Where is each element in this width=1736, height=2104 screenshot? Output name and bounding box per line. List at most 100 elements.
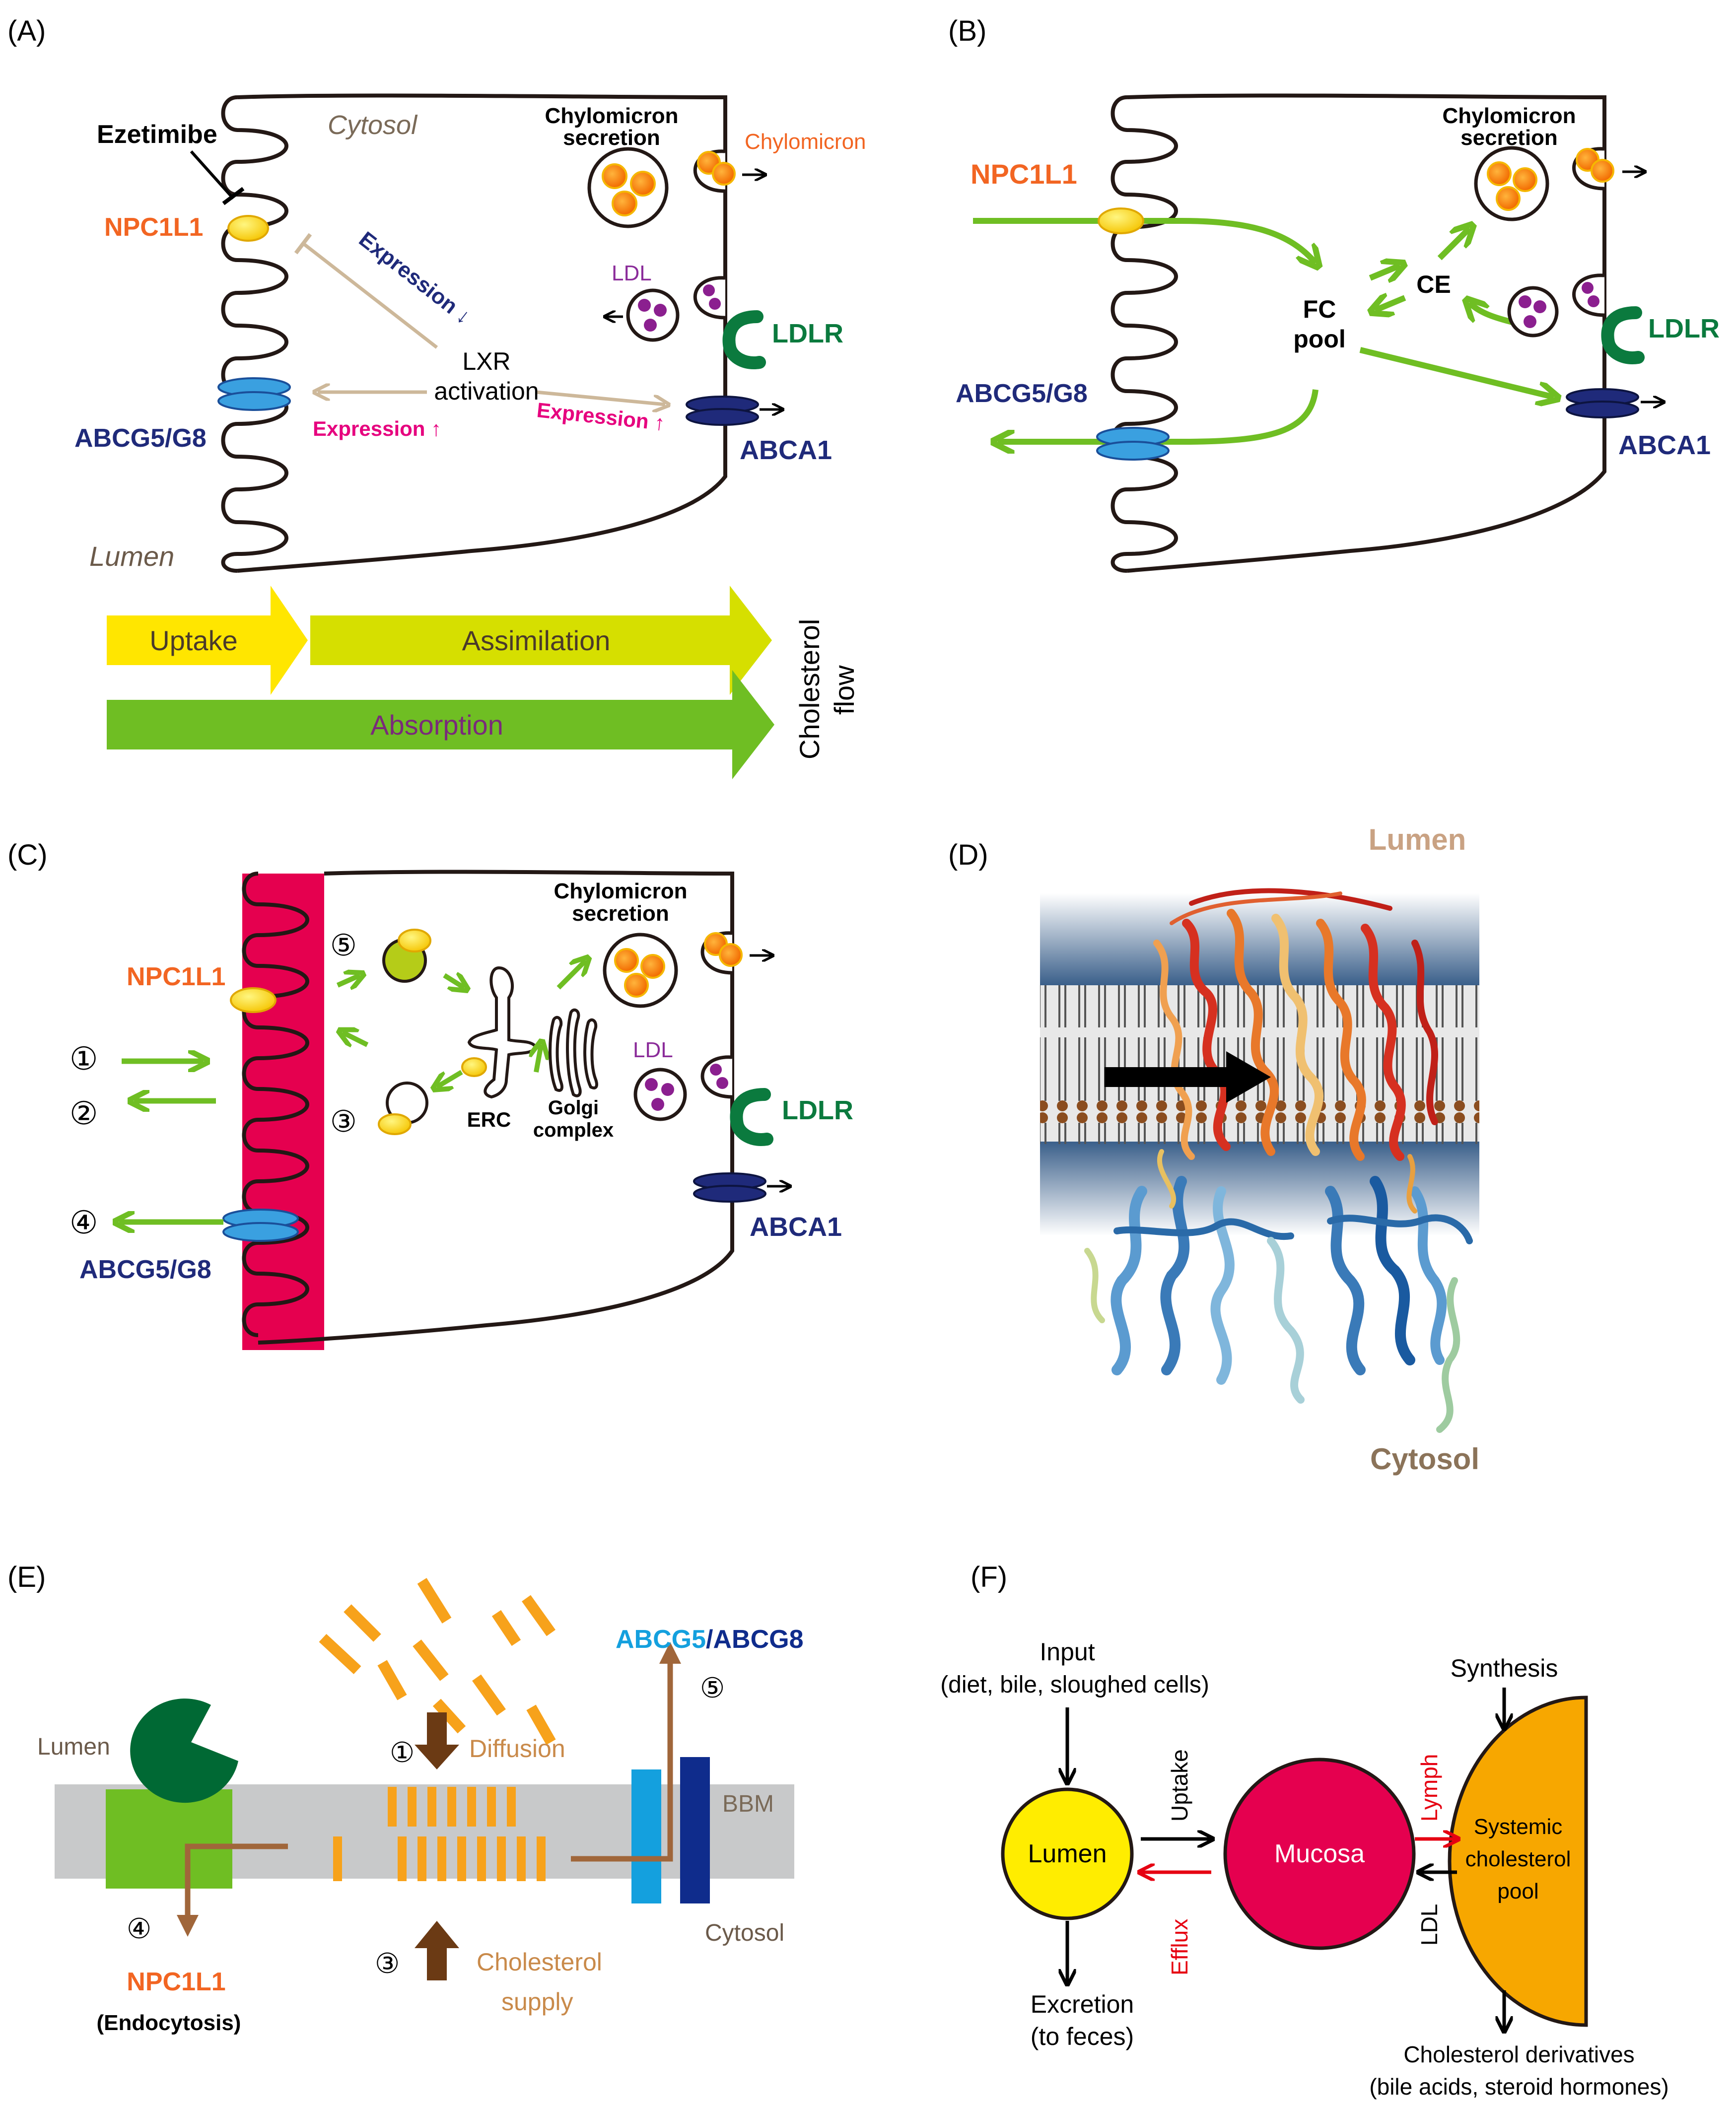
panel-e-cytosol-label: Cytosol bbox=[705, 1920, 784, 1946]
panel-b-microvilli bbox=[1111, 95, 1178, 573]
panel-a-lxr-to-abca1-arrow bbox=[536, 390, 665, 405]
panel-c-step5-to-erc-arrow bbox=[443, 975, 464, 988]
panel-c-chylo-secretion-line2: secretion bbox=[572, 901, 669, 926]
panel-b-ldl-particle-3 bbox=[1524, 315, 1536, 328]
panel-c-erc-shape bbox=[467, 966, 538, 1099]
panel-c-chylo-droplet-2 bbox=[640, 954, 665, 979]
panel-a-abcg5g8-transporter-2 bbox=[217, 391, 291, 411]
panel-c-label: (C) bbox=[7, 839, 48, 871]
panel-f-input-line2: (diet, bile, sloughed cells) bbox=[940, 1672, 1209, 1698]
panel-c-step5-in-arrow bbox=[336, 975, 360, 985]
panel-f-systemic-line1: Systemic bbox=[1474, 1815, 1562, 1839]
panel-f-derivatives-line2: (bile acids, steroid hormones) bbox=[1369, 2074, 1668, 2100]
panel-a-endo-particle-2 bbox=[709, 298, 721, 310]
panel-a-cholesterol-flow-line2: flow bbox=[829, 665, 860, 715]
panel-e-abcg-slash: / bbox=[706, 1625, 713, 1654]
panel-f-lumen-label: Lumen bbox=[1028, 1839, 1107, 1868]
panel-a-npc1l1-label: NPC1L1 bbox=[104, 213, 203, 242]
panel-d-cytosol-label: Cytosol bbox=[1370, 1442, 1479, 1476]
panel-f-label: (F) bbox=[971, 1561, 1007, 1593]
panel-b-exo-droplet-2 bbox=[1591, 159, 1614, 183]
panel-c-chylo-droplet-1 bbox=[614, 948, 639, 973]
panel-f-synthesis-label: Synthesis bbox=[1451, 1654, 1558, 1682]
panel-e-abcg5-text: ABCG5 bbox=[616, 1625, 706, 1654]
panel-a-npc1l1-transporter bbox=[227, 215, 269, 242]
panel-c-golgi-complex bbox=[549, 1008, 598, 1097]
panel-e-abcg8-text: ABCG8 bbox=[713, 1625, 803, 1654]
panel-a-lxr-line1: LXR bbox=[462, 347, 510, 375]
panel-a-uptake-label: Uptake bbox=[149, 625, 237, 656]
panel-b: (B) NPC1L1 FC pool CE ABCG5/G8 Chylomicr… bbox=[948, 15, 1720, 573]
panel-b-abca1-label: ABCA1 bbox=[1618, 430, 1711, 460]
panel-c-abcg5g8-transporter-2 bbox=[222, 1222, 299, 1242]
panel-c-erc-npc1l1 bbox=[461, 1057, 487, 1077]
panel-b-npc1l1-transporter bbox=[1098, 207, 1144, 234]
panel-a-chylo-droplet-2 bbox=[630, 171, 656, 197]
panel-f-lumen-circle bbox=[1001, 1787, 1134, 1920]
panel-c-chylo-secretion-line1: Chylomicron bbox=[554, 879, 688, 903]
panel-a-ldl-particle-3 bbox=[644, 319, 657, 332]
panel-b-ldl-particle-1 bbox=[1519, 295, 1531, 308]
panel-a-cytosol-label: Cytosol bbox=[328, 110, 418, 140]
panel-b-label: (B) bbox=[948, 15, 986, 47]
panel-d-protein-structure bbox=[1084, 888, 1473, 1433]
panel-e-abcg8-protein bbox=[680, 1757, 710, 1903]
panel-c-step4: ④ bbox=[69, 1205, 98, 1240]
panel-f-input-line1: Input bbox=[1040, 1638, 1095, 1666]
panel-e: (E) BBM Lumen Cytosol ④ NPC1L1 (Endocyto… bbox=[7, 1561, 804, 2035]
panel-a-chylo-droplet-3 bbox=[612, 191, 637, 216]
panel-c-ldl-vesicle bbox=[633, 1068, 687, 1121]
panel-d-lumen-label: Lumen bbox=[1369, 823, 1466, 856]
panel-b-ce-label: CE bbox=[1416, 271, 1451, 298]
panel-a-ldlr-label: LDLR bbox=[772, 319, 843, 348]
panel-f-systemic-line3: pool bbox=[1497, 1879, 1538, 1903]
panel-a-ldl-label: LDL bbox=[612, 261, 652, 285]
panel-e-free-cholesterol bbox=[319, 1578, 556, 1745]
panel-b-abcg5g8-label: ABCG5/G8 bbox=[956, 379, 1088, 408]
panel-c-erc-to-step3-arrow bbox=[437, 1070, 463, 1087]
panel-a-ezetimibe-bar bbox=[222, 187, 245, 205]
panel-a-lxr-inhibit-bar bbox=[294, 233, 312, 255]
panel-f-excretion-line2: (to feces) bbox=[1031, 2023, 1134, 2050]
panel-a-cell-outline bbox=[237, 93, 727, 573]
panel-e-abcg-label: ABCG5/ABCG8 bbox=[616, 1625, 804, 1654]
panel-b-endo-particle-1 bbox=[1582, 282, 1594, 294]
panel-a-cholesterol-flow-line1: Cholesterol bbox=[794, 619, 825, 759]
panel-b-ldl-vesicle bbox=[1507, 286, 1559, 338]
panel-c-step1: ① bbox=[69, 1041, 98, 1077]
panel-a-ezetimibe-label: Ezetimibe bbox=[97, 120, 217, 149]
panel-a-exo-droplet-2 bbox=[712, 162, 736, 186]
panel-c-abca1-label: ABCA1 bbox=[750, 1212, 842, 1242]
panel-f-efflux-label: Efflux bbox=[1167, 1919, 1192, 1975]
panel-b-endocytosis-pocket bbox=[1572, 273, 1605, 317]
panel-a-endo-particle-1 bbox=[703, 284, 715, 296]
panel-b-fc-line2: pool bbox=[1293, 325, 1346, 353]
panel-b-fc-to-abca1-arrow bbox=[1359, 347, 1554, 397]
panel-d: (D) Lumen bbox=[948, 823, 1479, 1476]
panel-a-ldl-particle-2 bbox=[654, 304, 667, 317]
panel-f-mucosa-label: Mucosa bbox=[1274, 1839, 1365, 1868]
panel-c-step3-npc1l1 bbox=[378, 1113, 412, 1135]
panel-a-expression-up-left: Expression ↑ bbox=[313, 417, 441, 440]
panel-e-step1: ① bbox=[390, 1737, 415, 1768]
panel-e-lumen-label: Lumen bbox=[37, 1734, 110, 1760]
panel-f: (F) Input (diet, bile, sloughed cells) L… bbox=[940, 1561, 1669, 2100]
panel-b-uptake-arrow bbox=[973, 218, 1316, 263]
panel-c-endocytosis-pocket bbox=[700, 1055, 733, 1099]
panel-b-fc-line1: FC bbox=[1303, 295, 1336, 323]
panel-c-golgi-line1: Golgi bbox=[548, 1097, 599, 1119]
panel-c-abca1-transporter-2 bbox=[693, 1185, 766, 1203]
panel-f-excretion-line1: Excretion bbox=[1031, 1990, 1134, 2018]
panel-a-assimilation-label: Assimilation bbox=[462, 625, 611, 656]
panel-c-step5: ⑤ bbox=[330, 929, 357, 962]
panel-a-ezetimibe-inhibit-line bbox=[190, 150, 235, 200]
panel-f-ldl-label: LDL bbox=[1416, 1904, 1442, 1946]
panel-c-endo-particle-1 bbox=[710, 1064, 722, 1076]
panel-b-chylo-droplet-3 bbox=[1496, 186, 1521, 211]
panel-d-membrane-top-shade bbox=[1040, 893, 1479, 985]
panel-e-npc1l1-label: NPC1L1 bbox=[127, 1968, 225, 1996]
panel-b-ldlr-label: LDLR bbox=[1648, 314, 1720, 343]
panel-e-endocytosis-arrow bbox=[177, 1843, 288, 1937]
panel-b-ce-to-fc-arrow bbox=[1375, 298, 1406, 310]
panel-b-ldl-to-ce-arrow bbox=[1469, 303, 1515, 326]
